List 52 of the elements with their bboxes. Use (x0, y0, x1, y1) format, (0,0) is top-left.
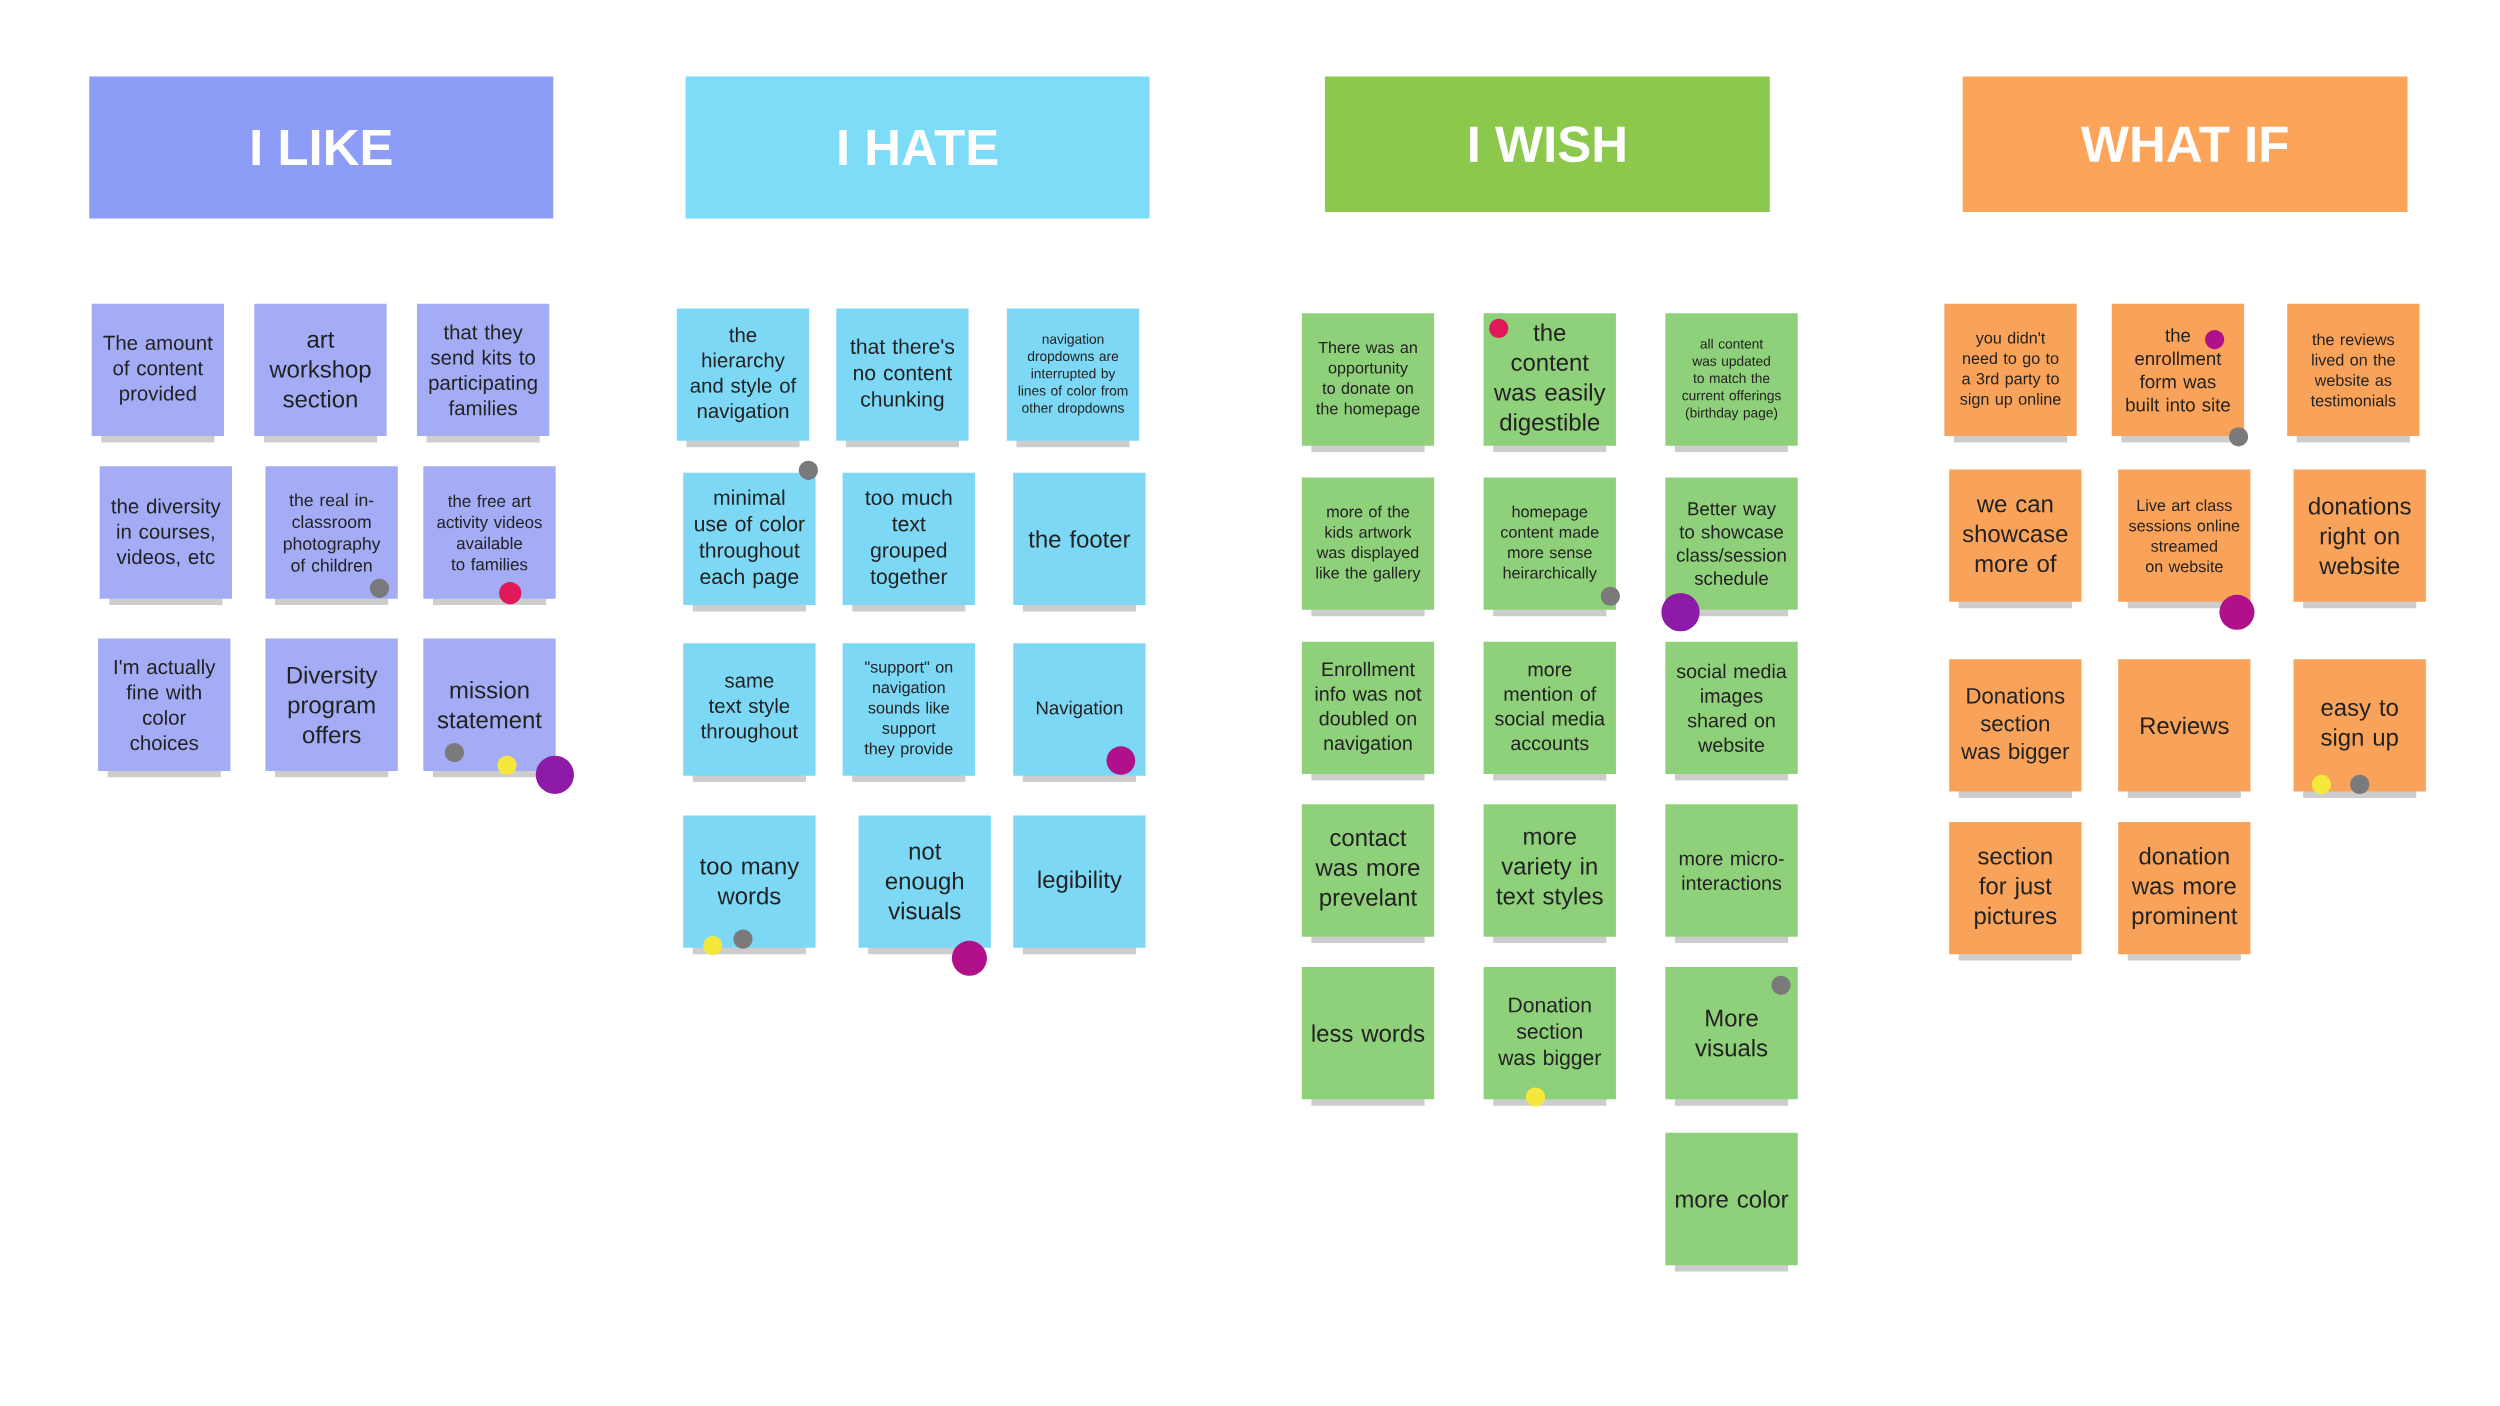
sticky-note: Navigation (1013, 643, 1146, 782)
sticky-note: donation was more prominent (2118, 821, 2251, 961)
sticky-note: more mention of social media accounts (1483, 641, 1616, 781)
sticky-note: There was an opportunity to donate on the homepage (1301, 313, 1435, 452)
sticky-note: the diversity in courses, videos, etc (99, 466, 232, 605)
sticky-note: legibility (1013, 815, 1146, 955)
sticky-note: the footer (1013, 472, 1146, 612)
sticky-note: contact was more prevelant (1301, 804, 1435, 943)
column-header: I LIKE (89, 76, 554, 219)
sticky-note: too many words (683, 815, 816, 955)
sticky-note: minimal use of color throughout each page (683, 472, 816, 612)
sticky-note: the content was easily digestible (1483, 313, 1616, 452)
sticky-note: more of the kids artwork was displayed like the gallery (1301, 477, 1435, 617)
sticky-note: the real in-classroom photography of children (265, 466, 398, 605)
sticky-note: I'm actually fine with color choices (98, 638, 231, 778)
sticky-note: section for just pictures (1949, 821, 2082, 961)
sticky-note: the reviews lived on the website as testimonials (2287, 303, 2420, 443)
sticky-note: all content was updated to match the current offerings (birthday page) (1665, 313, 1798, 452)
sticky-note: Donation section was bigger (1483, 966, 1616, 1106)
sticky-note: navigation dropdowns are interrupted by lines of color from other dropdowns (1006, 308, 1140, 448)
sticky-note: Live art class sessions online streamed on website (2118, 469, 2251, 609)
sticky-note: more variety in text styles (1483, 804, 1616, 943)
sticky-note: that there's no content chunking (836, 308, 969, 448)
sticky-note: homepage content made more sense heirarchically (1483, 477, 1616, 617)
sticky-note: too much text grouped together (842, 472, 975, 612)
sticky-note: mission statement (423, 638, 556, 778)
sticky-note: more micro-interactions (1665, 804, 1798, 943)
sticky-note: donations right on website (2293, 469, 2426, 609)
sticky-note: Better way to showcase class/session schedule (1665, 477, 1798, 617)
sticky-note: that they send kits to participating families (416, 303, 550, 443)
sticky-note: art workshop section (254, 303, 387, 443)
sticky-note: Enrollment info was not doubled on navigation (1301, 641, 1435, 781)
sticky-note: social media images shared on website (1665, 641, 1798, 781)
sticky-note: "support" on navigation sounds like support they provide (842, 643, 975, 782)
sticky-note: More visuals (1665, 966, 1798, 1106)
sticky-note: the enrollment form was built into site (2111, 303, 2245, 443)
sticky-note: easy to sign up (2293, 659, 2426, 798)
sticky-note: the hierarchy and style of navigation (676, 308, 810, 448)
sticky-note: Reviews (2118, 659, 2251, 798)
sticky-note: same text style throughout (683, 643, 816, 782)
sticky-note: not enough visuals (858, 815, 991, 955)
sticky-note: Diversity program offers (265, 638, 398, 778)
column-header: I WISH (1324, 76, 1770, 212)
sticky-note: less words (1301, 966, 1435, 1106)
sticky-note: more color (1665, 1132, 1798, 1272)
sticky-note: Donations section was bigger (1949, 659, 2082, 798)
column-header: I HATE (685, 76, 1150, 219)
sticky-note: we can showcase more of (1949, 469, 2082, 609)
sticky-note: you didn't need to go to a 3rd party to sign up online (1944, 303, 2077, 443)
sticky-note: The amount of content provided (91, 303, 224, 443)
column-header: WHAT IF (1962, 76, 2408, 212)
sticky-note: the free art activity videos available to families (423, 466, 556, 605)
